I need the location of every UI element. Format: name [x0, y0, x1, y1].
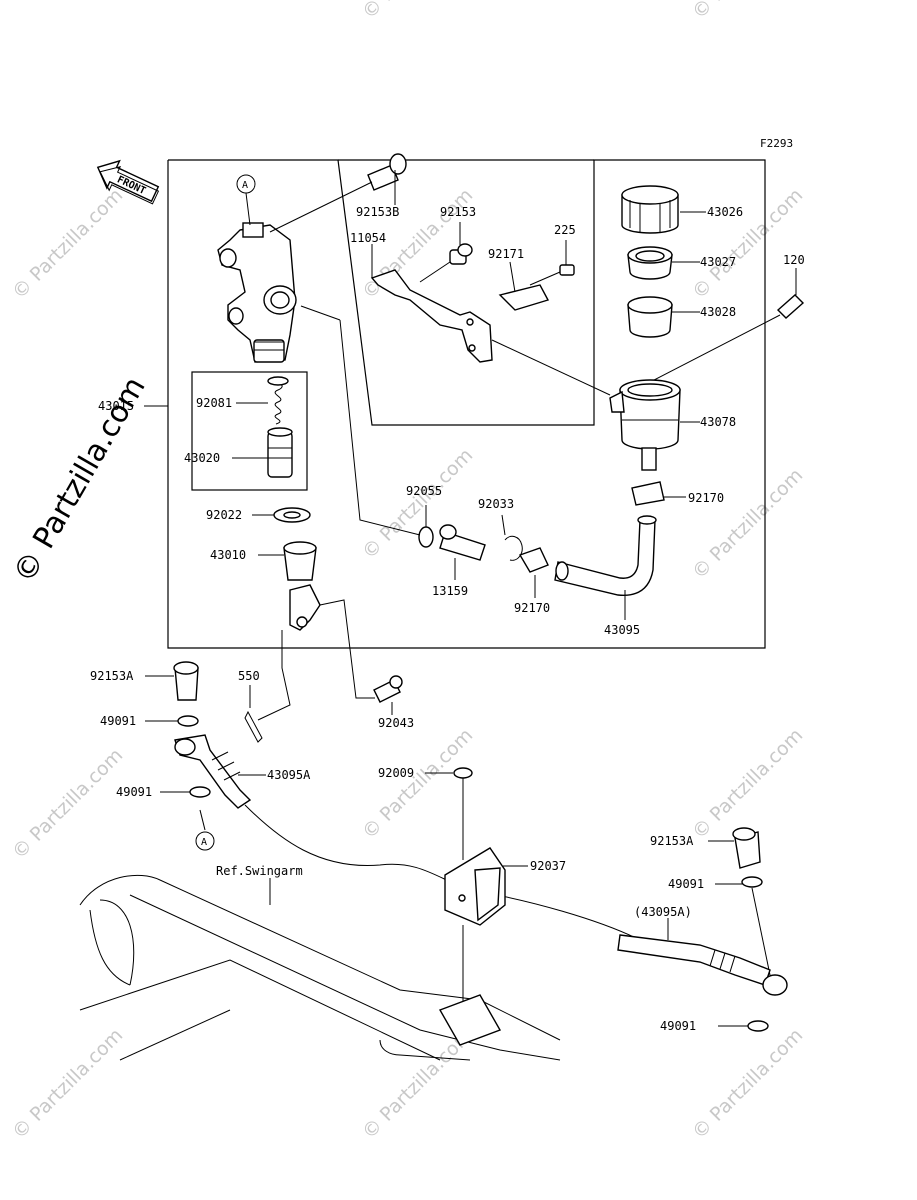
pin-92043 [373, 675, 403, 715]
label-92153a-top[interactable]: 92153A [90, 669, 134, 683]
label-225[interactable]: 225 [554, 223, 576, 237]
label-43095a[interactable]: 43095A [267, 768, 311, 782]
screw-225 [529, 264, 575, 286]
label-92153[interactable]: 92153 [440, 205, 476, 219]
piston-43020 [267, 427, 293, 478]
oring-92055 [418, 526, 434, 548]
bolt-92153 [419, 243, 473, 283]
callout-a-top: A [236, 174, 256, 226]
cotter-pin-550 [244, 685, 263, 743]
brake-hose-43095a-ref [617, 918, 788, 996]
swingarm-ref [79, 874, 561, 1061]
boot-92022 [273, 507, 311, 523]
watermark-tile: © Partzilla.com [688, 464, 807, 583]
screw-92009 [425, 767, 473, 860]
label-43010[interactable]: 43010 [210, 548, 246, 562]
leader-lines [144, 170, 797, 721]
clip-92170-upper [631, 481, 665, 506]
reservoir-43078 [491, 339, 681, 471]
watermark-tile: © Partzilla.com [8, 1024, 127, 1143]
watermark-tile: © Partzilla.com [8, 744, 127, 863]
label-550[interactable]: 550 [238, 669, 260, 683]
master-cylinder-body [217, 222, 297, 363]
reservoir-cap-43026 [621, 185, 679, 234]
clip-92170-lower [518, 547, 549, 573]
watermark-tile: © Partzilla.com [358, 0, 477, 24]
washer-49091-4 [747, 1020, 769, 1032]
label-92022[interactable]: 92022 [206, 508, 242, 522]
callout-a-label: A [242, 180, 248, 191]
label-13159[interactable]: 13159 [432, 584, 468, 598]
watermark-tile: © Partzilla.com [688, 1024, 807, 1143]
watermark-tile: © Partzilla.com [688, 0, 807, 24]
label-43095a-ref[interactable]: (43095A) [634, 905, 692, 919]
label-92043[interactable]: 92043 [378, 716, 414, 730]
callout-a-label: A [201, 837, 207, 848]
label-43095[interactable]: 43095 [604, 623, 640, 637]
watermark-tile: © Partzilla.com [688, 184, 807, 303]
circlip-92033 [504, 535, 523, 561]
label-92037[interactable]: 92037 [530, 859, 566, 873]
ref-swingarm-label: Ref.Swingarm [216, 864, 303, 878]
plate-43027 [627, 246, 673, 280]
watermark-tile: © Partzilla.com [688, 724, 807, 843]
part-labels: 92153B 92153 11054 92171 225 43026 43027… [90, 205, 805, 1033]
label-11054[interactable]: 11054 [350, 231, 386, 245]
label-92009[interactable]: 92009 [378, 766, 414, 780]
banjo-bolt-92153a-top [145, 661, 199, 701]
fitting-13159 [439, 524, 486, 561]
label-43015[interactable]: 43015 [98, 399, 134, 413]
brake-hose-43095a [174, 734, 641, 941]
spring-92081 [267, 376, 289, 425]
clamp-92171 [498, 284, 550, 311]
banjo-bolt-92153a-right [708, 827, 761, 869]
push-rod-43010 [283, 541, 321, 631]
label-43027[interactable]: 43027 [700, 255, 736, 269]
label-43020[interactable]: 43020 [184, 451, 220, 465]
label-92171[interactable]: 92171 [488, 247, 524, 261]
watermark-tile: © Partzilla.com [358, 724, 477, 843]
diaphragm-43028 [627, 296, 673, 338]
label-92170-lower[interactable]: 92170 [514, 601, 550, 615]
label-43078[interactable]: 43078 [700, 415, 736, 429]
bracket-11054 [370, 269, 493, 363]
label-43026[interactable]: 43026 [707, 205, 743, 219]
washer-49091-1 [177, 715, 199, 727]
subassembly-frame [191, 371, 308, 491]
bolt-92153b [269, 153, 407, 233]
hose-guide-92037 [444, 847, 528, 1010]
label-120[interactable]: 120 [783, 253, 805, 267]
watermark-tiles: © Partzilla.com © Partzilla.com © Partzi… [8, 0, 807, 1144]
hose-43095 [554, 515, 657, 596]
label-49091-3[interactable]: 49091 [668, 877, 704, 891]
label-92170-upper[interactable]: 92170 [688, 491, 724, 505]
label-49091-2[interactable]: 49091 [116, 785, 152, 799]
label-92153b[interactable]: 92153B [356, 205, 399, 219]
diagram-code: F2293 [760, 137, 793, 150]
label-92081[interactable]: 92081 [196, 396, 232, 410]
callout-a-bottom: A [195, 809, 215, 851]
label-92055[interactable]: 92055 [406, 484, 442, 498]
label-92153a-right[interactable]: 92153A [650, 834, 694, 848]
washer-49091-3 [741, 876, 763, 888]
label-49091-4[interactable]: 49091 [660, 1019, 696, 1033]
washer-49091-2 [189, 786, 211, 798]
label-92033[interactable]: 92033 [478, 497, 514, 511]
watermark-tile: © Partzilla.com [8, 184, 127, 303]
label-49091-1[interactable]: 49091 [100, 714, 136, 728]
label-43028[interactable]: 43028 [700, 305, 736, 319]
